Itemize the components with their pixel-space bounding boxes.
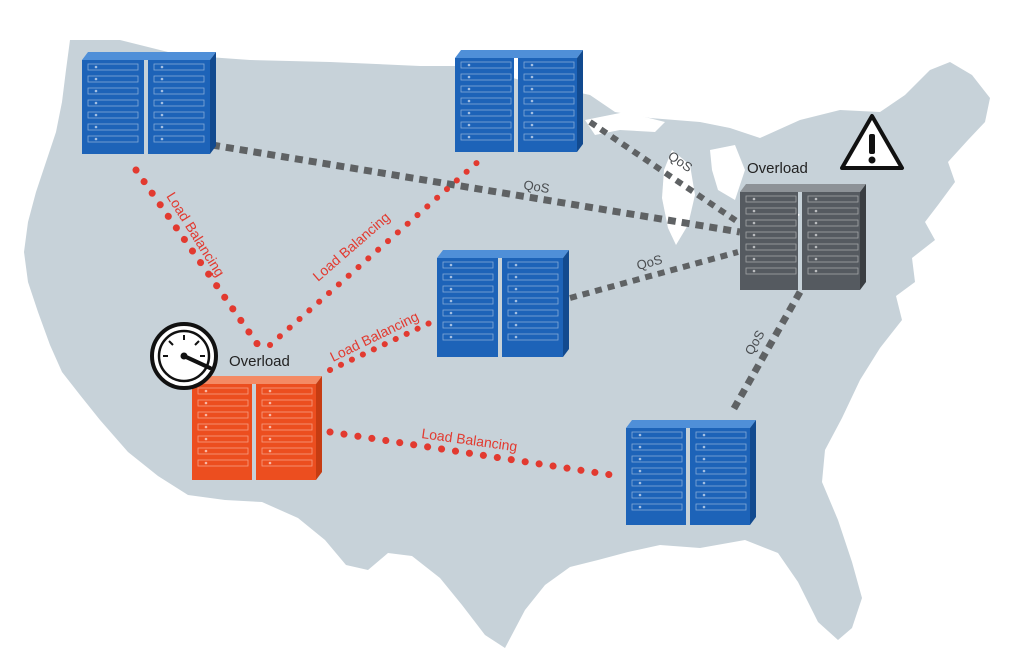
lb-link-north (267, 157, 483, 348)
warning-icon (840, 114, 904, 170)
load-balancing-links (132, 157, 616, 479)
overload-label-southwest: Overload (229, 353, 290, 370)
qos-link-southeast (728, 290, 804, 414)
qos-label-northwest: QoS (523, 177, 551, 196)
qos-link-northwest (211, 141, 741, 236)
lb-link-south (326, 428, 616, 479)
server-southwest-overloaded (192, 376, 322, 480)
server-northwest (82, 52, 216, 154)
lb-link-center (327, 317, 439, 373)
server-southeast (626, 420, 756, 525)
server-center (437, 250, 569, 357)
server-east-overloaded (740, 184, 866, 290)
qos-label-center: QoS (635, 252, 664, 273)
qos-links (211, 119, 804, 414)
overload-label-east: Overload (747, 160, 808, 177)
gauge-icon (150, 322, 218, 390)
qos-link-north (588, 119, 740, 225)
lake-huron (710, 145, 745, 200)
qos-link-center (569, 249, 739, 301)
server-north (455, 50, 583, 152)
